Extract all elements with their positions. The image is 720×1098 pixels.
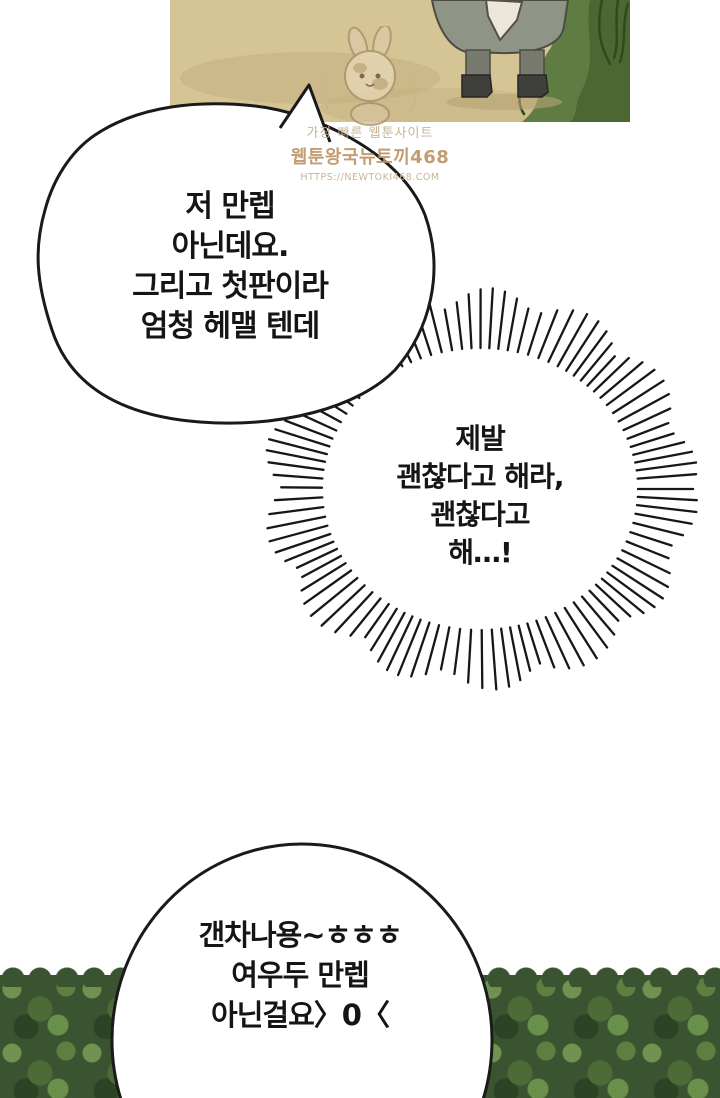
thought-burst-bubble: 제발 괜찮다고 해라, 괜찮다고 해…! (330, 420, 630, 572)
character-coat-flap (484, 0, 524, 42)
thought-line: 해…! (448, 536, 513, 569)
speech-line: 엄청 헤맬 텐데 (140, 309, 321, 344)
thought-line: 괜찮다고 해라, (396, 460, 565, 493)
speech-bubble-left-tail (278, 83, 332, 143)
speech-bubble-bottom-shape (110, 842, 494, 1098)
character-leg (519, 49, 545, 78)
speech-line: 갠차나용~ㅎㅎㅎ (198, 918, 402, 952)
site-watermark: 가장 빠른 웹툰사이트 웹툰왕국뉴토끼468 HTTPS://NEWTOKI46… (268, 26, 472, 183)
ground-shadow (446, 94, 562, 110)
character-figure (430, 0, 570, 98)
watermark-url: HTTPS://NEWTOKI468.COM (300, 172, 440, 183)
character-boot (461, 74, 493, 98)
watermark-tagline: 가장 빠른 웹툰사이트 (306, 126, 434, 141)
speech-line: 아닌걸요〉0〈 (211, 998, 390, 1032)
speech-line: 그리고 첫판이라 (132, 269, 329, 304)
grass-patch-dark (570, 0, 630, 122)
thought-line: 괜찮다고 (430, 498, 530, 531)
thought-line: 제발 (455, 422, 506, 455)
speech-line: 저 만렙 (185, 189, 275, 224)
speech-line: 아닌데요. (171, 229, 290, 264)
speech-bubble-bottom: 갠차나용~ㅎㅎㅎ 여우두 만렙 아닌걸요〉0〈 (130, 915, 470, 1035)
speech-bubble-left-shape (36, 102, 436, 425)
speech-line: 여우두 만렙 (231, 958, 370, 992)
speech-bubble-left: 저 만렙 아닌데요. 그리고 첫판이라 엄청 헤맬 텐데 (60, 187, 400, 347)
watermark-site-name: 웹툰왕국뉴토끼468 (290, 147, 450, 168)
rabbit-mascot-icon (322, 26, 418, 126)
character-boot (517, 74, 549, 98)
